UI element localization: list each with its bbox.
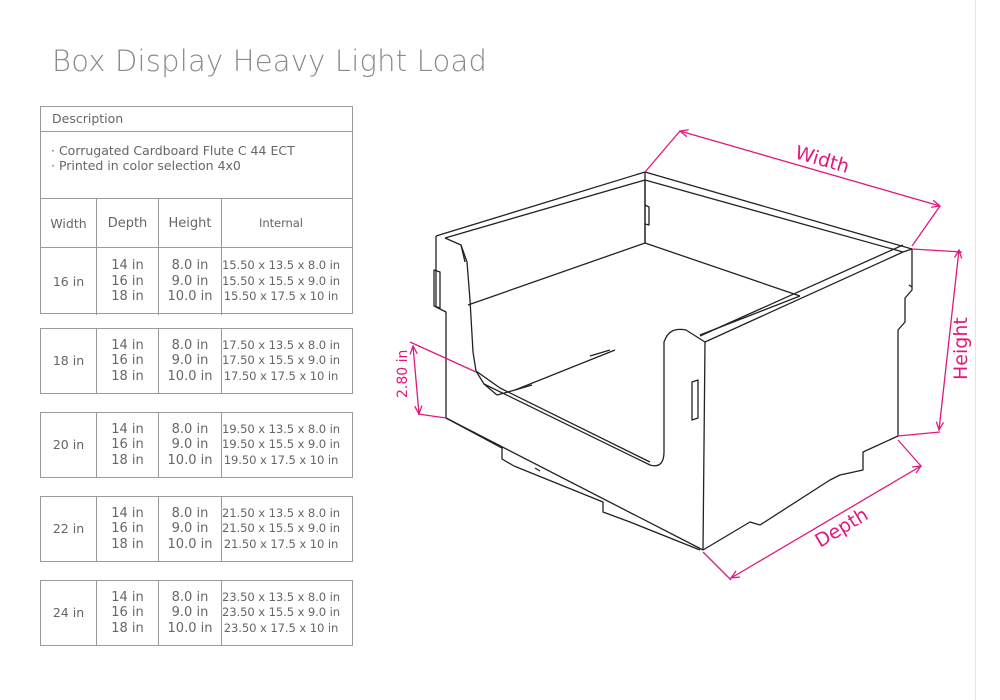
group-width: 18 in (41, 328, 97, 394)
front-height-label: 2.80 in (395, 350, 411, 398)
description-body: · Corrugated Cardboard Flute C 44 ECT · … (41, 132, 352, 173)
depth-label: Depth (811, 504, 872, 553)
spec-table: Description · Corrugated Cardboard Flute… (40, 106, 353, 315)
box-outline (433, 171, 913, 551)
column-header-height: Height (159, 199, 222, 248)
description-heading: Description (41, 107, 352, 132)
width-extension-right (911, 205, 941, 247)
dimension-lines (409, 130, 963, 581)
front-height-arrow (413, 346, 419, 414)
height-arrow (939, 250, 959, 430)
depth-extension-left (702, 551, 732, 581)
column-header-row: Width Depth Height Internal (41, 198, 352, 248)
height-extension-bottom (897, 431, 941, 437)
height-label: Height (950, 317, 972, 380)
page-title: Box Display Heavy Light Load (52, 44, 488, 78)
description-line: · Printed in color selection 4x0 (51, 158, 241, 173)
group-width: 20 in (41, 412, 97, 478)
front-height-extension-bottom (417, 413, 447, 419)
page-edge-rule (975, 0, 976, 700)
column-header-internal: Internal (259, 215, 303, 230)
height-extension-top (911, 248, 963, 253)
width-extension-left (644, 130, 681, 173)
group-width: 16 in (41, 248, 97, 315)
column-header-width: Width (41, 199, 97, 248)
depth-arrow (731, 466, 921, 578)
width-arrow (680, 131, 940, 206)
depth-extension-right (897, 439, 922, 467)
group-width: 22 in (41, 496, 97, 562)
description-line: · Corrugated Cardboard Flute C 44 ECT (51, 143, 295, 158)
group-width: 24 in (41, 580, 97, 646)
column-header-depth: Depth (97, 199, 159, 248)
front-height-extension-top (409, 341, 477, 373)
